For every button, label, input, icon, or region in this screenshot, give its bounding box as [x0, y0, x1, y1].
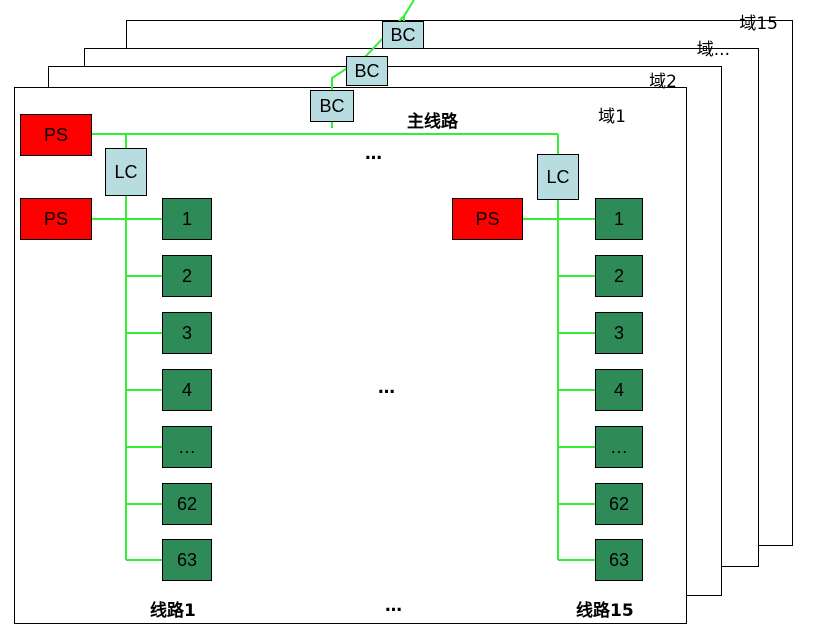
left-node-2: 2 — [162, 255, 212, 297]
right-node-3: 3 — [595, 312, 643, 354]
line-1-label: 线路1 — [150, 601, 196, 621]
right-node-2: 2 — [595, 255, 643, 297]
main-line-ellipsis: … — [365, 144, 382, 164]
left-node-1: 1 — [162, 198, 212, 240]
domain-etc-label: 域... — [696, 40, 730, 60]
domain-2-label: 域2 — [649, 72, 677, 92]
right-node-ellipsis: … — [595, 426, 643, 468]
bus-controller-domain-15: BC — [382, 21, 424, 49]
left-node-4: 4 — [162, 369, 212, 411]
power-supply-main: PS — [20, 114, 92, 156]
left-node-63: 63 — [162, 539, 212, 581]
power-supply-left: PS — [20, 198, 92, 240]
left-node-ellipsis: … — [162, 426, 212, 468]
bus-controller-domain-1: BC — [310, 90, 354, 122]
line-15-label: 线路15 — [576, 601, 634, 621]
bottom-ellipsis: … — [385, 596, 402, 616]
domain-15-label: 域15 — [739, 14, 778, 34]
right-node-62: 62 — [595, 483, 643, 525]
power-supply-right: PS — [452, 198, 523, 240]
left-node-62: 62 — [162, 483, 212, 525]
right-node-63: 63 — [595, 539, 643, 581]
domain-1-label: 域1 — [598, 107, 626, 127]
line-controller-right: LC — [537, 154, 579, 200]
right-node-4: 4 — [595, 369, 643, 411]
main-line-label: 主线路 — [407, 112, 458, 132]
center-ellipsis: … — [378, 378, 395, 398]
line-controller-left: LC — [105, 148, 147, 196]
left-node-3: 3 — [162, 312, 212, 354]
right-node-1: 1 — [595, 198, 643, 240]
bus-controller-domain-2: BC — [346, 56, 388, 86]
